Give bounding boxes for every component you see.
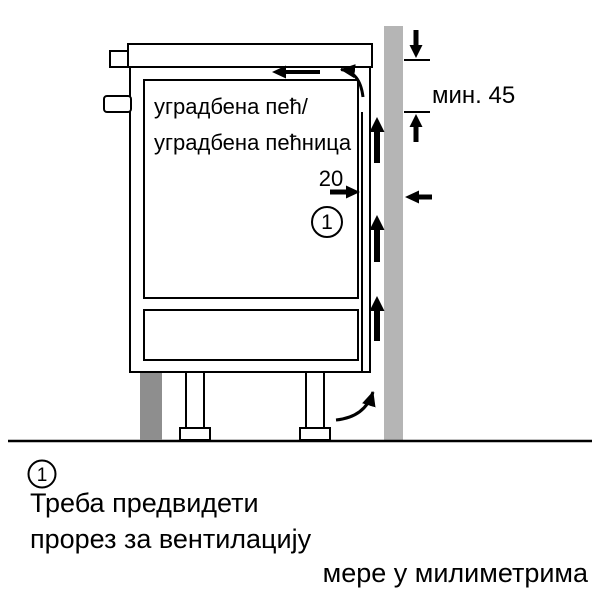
dim-arrow-right xyxy=(330,185,360,199)
wall xyxy=(384,26,403,441)
legend-callout-1-number: 1 xyxy=(37,465,48,486)
oven-label-line2: уградбена пећница xyxy=(154,130,352,155)
oven-handle xyxy=(103,95,132,113)
plinth-panel xyxy=(140,372,162,440)
leg-foot-right xyxy=(299,427,331,441)
dim-20-label: 20 xyxy=(319,166,343,191)
cabinet-leg-left xyxy=(185,371,205,429)
dim-min45-label: мин. 45 xyxy=(432,82,515,109)
airflow-arrow-up-2 xyxy=(369,215,385,262)
airflow-arrow-curve-top xyxy=(340,64,365,98)
callout-1-marker xyxy=(311,206,343,238)
note-line-2: прорез за вентилацију xyxy=(30,524,312,554)
drawer-front xyxy=(143,309,359,361)
dim-arrow-up xyxy=(409,114,423,142)
airflow-arrow-left xyxy=(272,65,320,79)
legend-callout-1-marker xyxy=(27,459,57,489)
callout-1-number: 1 xyxy=(321,211,333,234)
units-note: мере у милиметрима xyxy=(323,558,589,588)
worktop xyxy=(127,43,373,68)
airflow-arrow-curve-bottom xyxy=(335,391,376,422)
dim-arrow-down xyxy=(409,30,423,58)
note-line-1: Треба предвидети xyxy=(30,488,259,518)
airflow-arrow-up-3 xyxy=(369,296,385,341)
cabinet-leg-right xyxy=(305,371,325,429)
dim-arrow-left xyxy=(405,190,432,204)
oven-label-line1: уградбена пећ/ xyxy=(154,94,309,119)
airflow-arrow-up-1 xyxy=(369,117,385,163)
leg-foot-left xyxy=(179,427,211,441)
oven-body xyxy=(143,79,359,299)
worktop-left-edge xyxy=(109,50,129,68)
